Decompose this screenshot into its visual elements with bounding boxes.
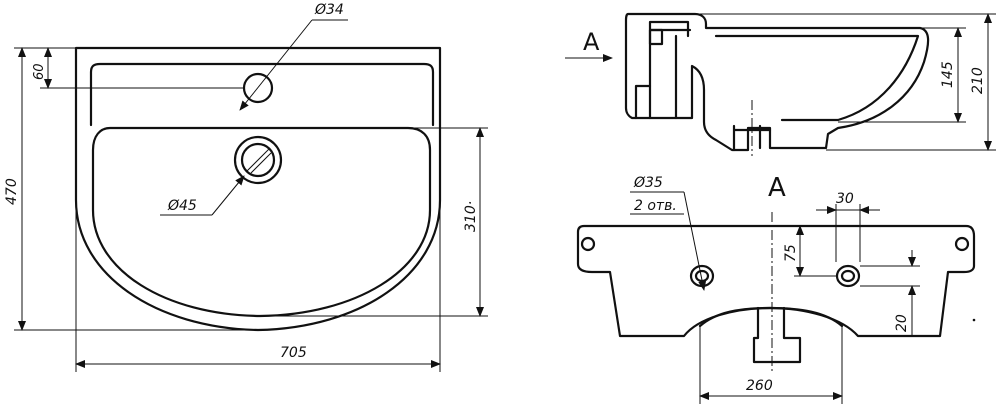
front-drain-neck <box>752 306 802 364</box>
bottom-dim-label: 260 <box>746 378 773 394</box>
top-view: Ø34 Ø45 60 470 310· 705 <box>4 2 488 372</box>
tap-hole-leader <box>239 19 313 111</box>
drain-hatch <box>250 152 272 174</box>
depth-dim-label: 470 <box>4 178 20 205</box>
basin-outer-contour <box>74 46 442 332</box>
front-outer-contour <box>576 224 976 338</box>
mount-hole-right <box>954 236 970 252</box>
bowl-contour <box>91 126 432 318</box>
side-section-view: A 145 210 <box>565 12 996 156</box>
side-drain-neck <box>732 124 772 152</box>
front-view-a: A Ø35 2 отв. 30 75 <box>576 173 976 404</box>
side-inner-dim-label: 145 <box>940 61 956 88</box>
side-rim-notch <box>634 84 652 120</box>
vertical-dim-label: 75 <box>783 244 799 262</box>
width-dim-label: 705 <box>280 345 307 361</box>
side-inner-bowl <box>714 34 920 122</box>
drain-hatch <box>246 148 270 172</box>
offset-dim-label: 20 <box>894 314 910 332</box>
drain-inner <box>240 142 276 178</box>
drain-outer <box>233 135 283 185</box>
stray-dot <box>972 318 976 322</box>
spacing-dim-label: 30 <box>836 191 854 207</box>
ledge-dim-label: 60 <box>32 63 47 80</box>
side-wall <box>648 20 692 120</box>
fix-hole-right <box>835 264 861 288</box>
side-tap-block <box>648 28 664 46</box>
fix-hole-right-inner <box>840 269 856 283</box>
side-total-dim-label: 210 <box>970 67 986 94</box>
bowl-dim-label: 310· <box>463 201 479 232</box>
drain-leader <box>211 175 245 216</box>
mount-hole-left <box>580 236 596 252</box>
side-outer-profile <box>624 12 930 152</box>
fix-hole-left <box>689 264 715 288</box>
drain-diameter-label: Ø45 <box>167 198 197 214</box>
fix-hole-diameter-label: Ø35 <box>633 175 663 191</box>
fix-hole-count-label: 2 отв. <box>634 198 677 214</box>
tap-hole-diameter-label: Ø34 <box>314 2 344 18</box>
view-arrow-label: A <box>583 28 600 56</box>
view-a-title: A <box>768 173 786 203</box>
front-bowl-curve <box>698 306 844 328</box>
fix-hole-leader <box>683 191 707 291</box>
back-ledge-line <box>89 62 435 127</box>
